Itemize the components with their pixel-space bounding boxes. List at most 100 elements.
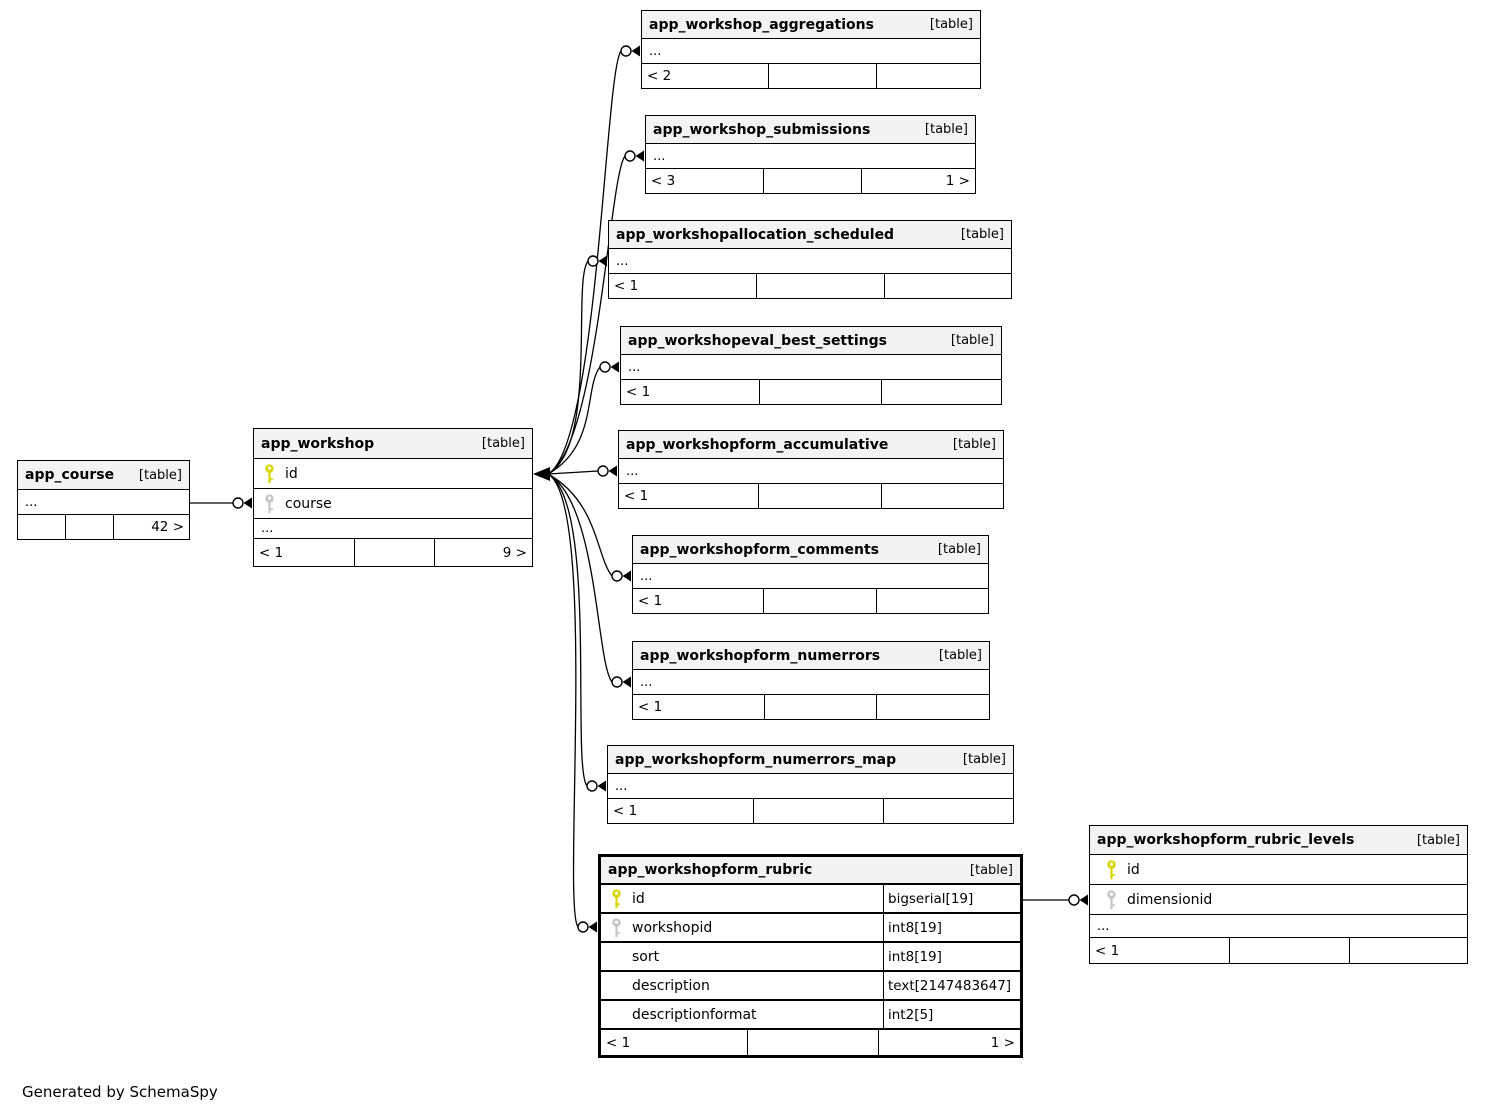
table-type-tag: [table] xyxy=(924,122,968,137)
degree-cell: 9 > xyxy=(434,539,532,566)
table-name-label[interactable]: app_workshopform_comments xyxy=(640,541,879,558)
crow-foot-arrow xyxy=(610,361,619,373)
primary-key-icon xyxy=(1106,859,1116,879)
columns-ellipsis: ... xyxy=(621,355,1001,380)
degree-cell xyxy=(884,274,1011,298)
table-header: app_workshopform_rubric [table] xyxy=(601,857,1020,885)
degree-cell: < 1 xyxy=(613,803,638,819)
degree-cell xyxy=(876,695,989,719)
degree-cell xyxy=(756,274,884,298)
table-app_workshop_aggregations: app_workshop_aggregations[table]...< 2 xyxy=(641,10,981,89)
table-footer: < 2 xyxy=(642,64,980,88)
table-app_workshopform_comments: app_workshopform_comments[table]...< 1 xyxy=(632,535,989,614)
column-name: id xyxy=(632,890,645,907)
primary-key-icon xyxy=(611,888,621,908)
column-row: id xyxy=(254,459,532,489)
degree-cell: < 1 xyxy=(626,384,651,400)
column-name: description xyxy=(632,977,710,994)
table-name-label[interactable]: app_workshopform_accumulative xyxy=(626,436,889,453)
table-type-tag: [table] xyxy=(952,437,996,452)
table-name-label[interactable]: app_workshop_aggregations xyxy=(649,16,874,33)
foreign-key-icon xyxy=(264,493,274,513)
table-footer: < 1 xyxy=(619,484,1003,508)
pk-key-slot xyxy=(607,888,625,909)
table-name-label[interactable]: app_workshop xyxy=(261,435,375,452)
column-cell: id xyxy=(254,459,298,488)
table-type-tag: [table] xyxy=(960,227,1004,242)
table-header: app_workshop_submissions [table] xyxy=(646,116,975,144)
crow-foot-arrow xyxy=(588,921,597,933)
degree-cell xyxy=(758,484,881,508)
zero-or-many-circle xyxy=(599,361,611,373)
columns-ellipsis: ... xyxy=(633,564,988,589)
degree-cell xyxy=(883,799,1013,823)
primary-key-icon xyxy=(264,463,274,483)
table-name-label[interactable]: app_workshopeval_best_settings xyxy=(628,332,887,349)
table-footer: < 1 xyxy=(609,274,1011,298)
table-app_workshopform_accumulative: app_workshopform_accumulative[table]...<… xyxy=(618,430,1004,509)
crow-foot-arrow xyxy=(597,780,606,792)
degree-cell: < 1 xyxy=(624,488,649,504)
table-type-tag: [table] xyxy=(962,752,1006,767)
degree-cell xyxy=(1229,938,1349,963)
column-name: descriptionformat xyxy=(632,1006,757,1023)
zero-or-many-circle xyxy=(611,676,623,688)
table-name-label[interactable]: app_workshopform_rubric_levels xyxy=(1097,832,1355,848)
fk-key-slot xyxy=(1102,889,1120,910)
degree-cell xyxy=(763,169,861,193)
degree-cell: < 1 xyxy=(614,278,639,294)
degree-cell xyxy=(763,589,876,613)
table-name-label[interactable]: app_workshop_submissions xyxy=(653,121,871,138)
table-type-tag: [table] xyxy=(929,17,973,32)
columns-ellipsis: ... xyxy=(608,774,1013,799)
relationship-line xyxy=(547,260,589,475)
column-name: course xyxy=(285,495,332,512)
table-header: app_workshopallocation_scheduled [table] xyxy=(609,221,1011,249)
degree-cell xyxy=(876,64,980,88)
table-app_workshopallocation_scheduled: app_workshopallocation_scheduled[table].… xyxy=(608,220,1012,299)
table-footer: < 1 xyxy=(1090,938,1467,963)
generator-note: Generated by SchemaSpy xyxy=(22,1083,218,1101)
table-footer: < 1 9 > xyxy=(254,539,532,566)
table-app_workshopeval_best_settings: app_workshopeval_best_settings[table]...… xyxy=(620,326,1002,405)
table-name-label[interactable]: app_workshopform_numerrors_map xyxy=(615,751,897,768)
relationship-line xyxy=(547,470,599,475)
column-name: id xyxy=(1127,861,1140,878)
zero-or-many-circle xyxy=(587,255,599,267)
crow-foot-arrow xyxy=(243,497,252,509)
table-footer: 42 > xyxy=(18,515,189,539)
column-row: id xyxy=(1090,855,1467,885)
table-footer: < 1 xyxy=(633,589,988,613)
table-name-label[interactable]: app_workshopform_numerrors xyxy=(640,647,881,664)
foreign-key-icon xyxy=(1106,889,1116,909)
degree-cell xyxy=(876,589,988,613)
fk-key-slot xyxy=(260,493,278,514)
table-name-label[interactable]: app_workshopform_rubric xyxy=(608,862,813,878)
table-type-tag: [table] xyxy=(969,862,1013,878)
degree-cell xyxy=(753,799,883,823)
fan-origin-arrow xyxy=(533,467,550,481)
degree-cell xyxy=(1349,938,1467,963)
column-row: description text[2147483647] xyxy=(601,972,1020,1001)
table-footer: < 1 xyxy=(633,695,989,719)
column-row: dimensionid xyxy=(1090,885,1467,915)
degree-cell: 1 > xyxy=(861,169,975,193)
column-cell: dimensionid xyxy=(1090,885,1212,914)
zero-or-many-circle xyxy=(611,570,623,582)
crow-foot-arrow xyxy=(608,465,617,477)
columns-ellipsis: ... xyxy=(1090,915,1467,938)
column-type: text[2147483647] xyxy=(883,972,1020,999)
degree-cell: < 1 xyxy=(259,544,284,561)
table-app_course: app_course[table]...42 > xyxy=(17,460,190,540)
columns-ellipsis: ... xyxy=(646,144,975,169)
column-cell: workshopid xyxy=(601,914,883,941)
table-name-label[interactable]: app_course xyxy=(25,467,115,483)
degree-cell: < 1 xyxy=(606,1034,631,1051)
crow-foot-arrow xyxy=(622,676,631,688)
relationship-line xyxy=(547,155,626,475)
table-name-label[interactable]: app_workshopallocation_scheduled xyxy=(616,226,895,243)
